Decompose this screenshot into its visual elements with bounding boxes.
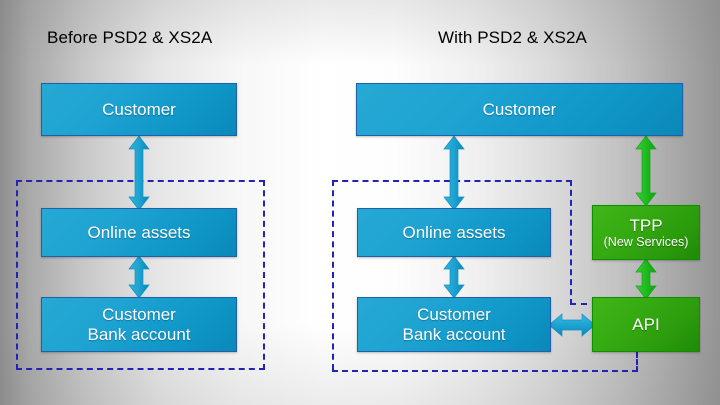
api-box[interactable]: API — [592, 297, 700, 352]
left-online-assets-box[interactable]: Online assets — [41, 208, 237, 257]
left-customer-box[interactable]: Customer — [41, 83, 237, 136]
right-bank-account-box[interactable]: Customer Bank account — [357, 297, 551, 352]
right-bank-account-label-1: Customer — [417, 305, 491, 325]
left-online-assets-label: Online assets — [87, 222, 191, 242]
right-panel-title: With PSD2 & XS2A — [438, 28, 587, 47]
tpp-box[interactable]: TPP (New Services) — [592, 205, 700, 260]
left-arrow-customer-online-assets — [128, 136, 150, 210]
right-customer-label: Customer — [482, 99, 557, 119]
green-arrow-customer-tpp — [635, 136, 657, 206]
right-bank-boundary-left-edge — [332, 180, 334, 370]
left-customer-label: Customer — [102, 99, 176, 119]
right-online-assets-label: Online assets — [402, 222, 506, 242]
right-online-assets-box[interactable]: Online assets — [357, 208, 551, 257]
left-bank-account-label-2: Bank account — [87, 324, 191, 344]
right-arrow-customer-online-assets — [443, 136, 465, 210]
arrow-bank-account-api — [549, 313, 595, 337]
right-bank-boundary-right-upper-edge — [570, 180, 572, 305]
left-arrow-online-assets-bank-account — [128, 256, 150, 298]
green-arrow-tpp-api — [635, 259, 657, 299]
tpp-label: TPP — [629, 215, 663, 235]
right-bank-boundary-api-notch-top — [570, 303, 598, 305]
tpp-sublabel: (New Services) — [603, 235, 689, 250]
right-bank-account-label-2: Bank account — [402, 324, 506, 344]
left-bank-account-box[interactable]: Customer Bank account — [41, 297, 237, 352]
right-bank-boundary-api-notch-bottom — [636, 352, 638, 372]
api-label: API — [632, 314, 660, 334]
left-panel-title: Before PSD2 & XS2A — [47, 28, 213, 47]
left-bank-account-label-1: Customer — [102, 305, 176, 325]
right-bank-boundary-bottom-edge — [332, 370, 638, 372]
right-customer-box[interactable]: Customer — [356, 83, 683, 136]
right-arrow-online-assets-bank-account — [443, 256, 465, 298]
